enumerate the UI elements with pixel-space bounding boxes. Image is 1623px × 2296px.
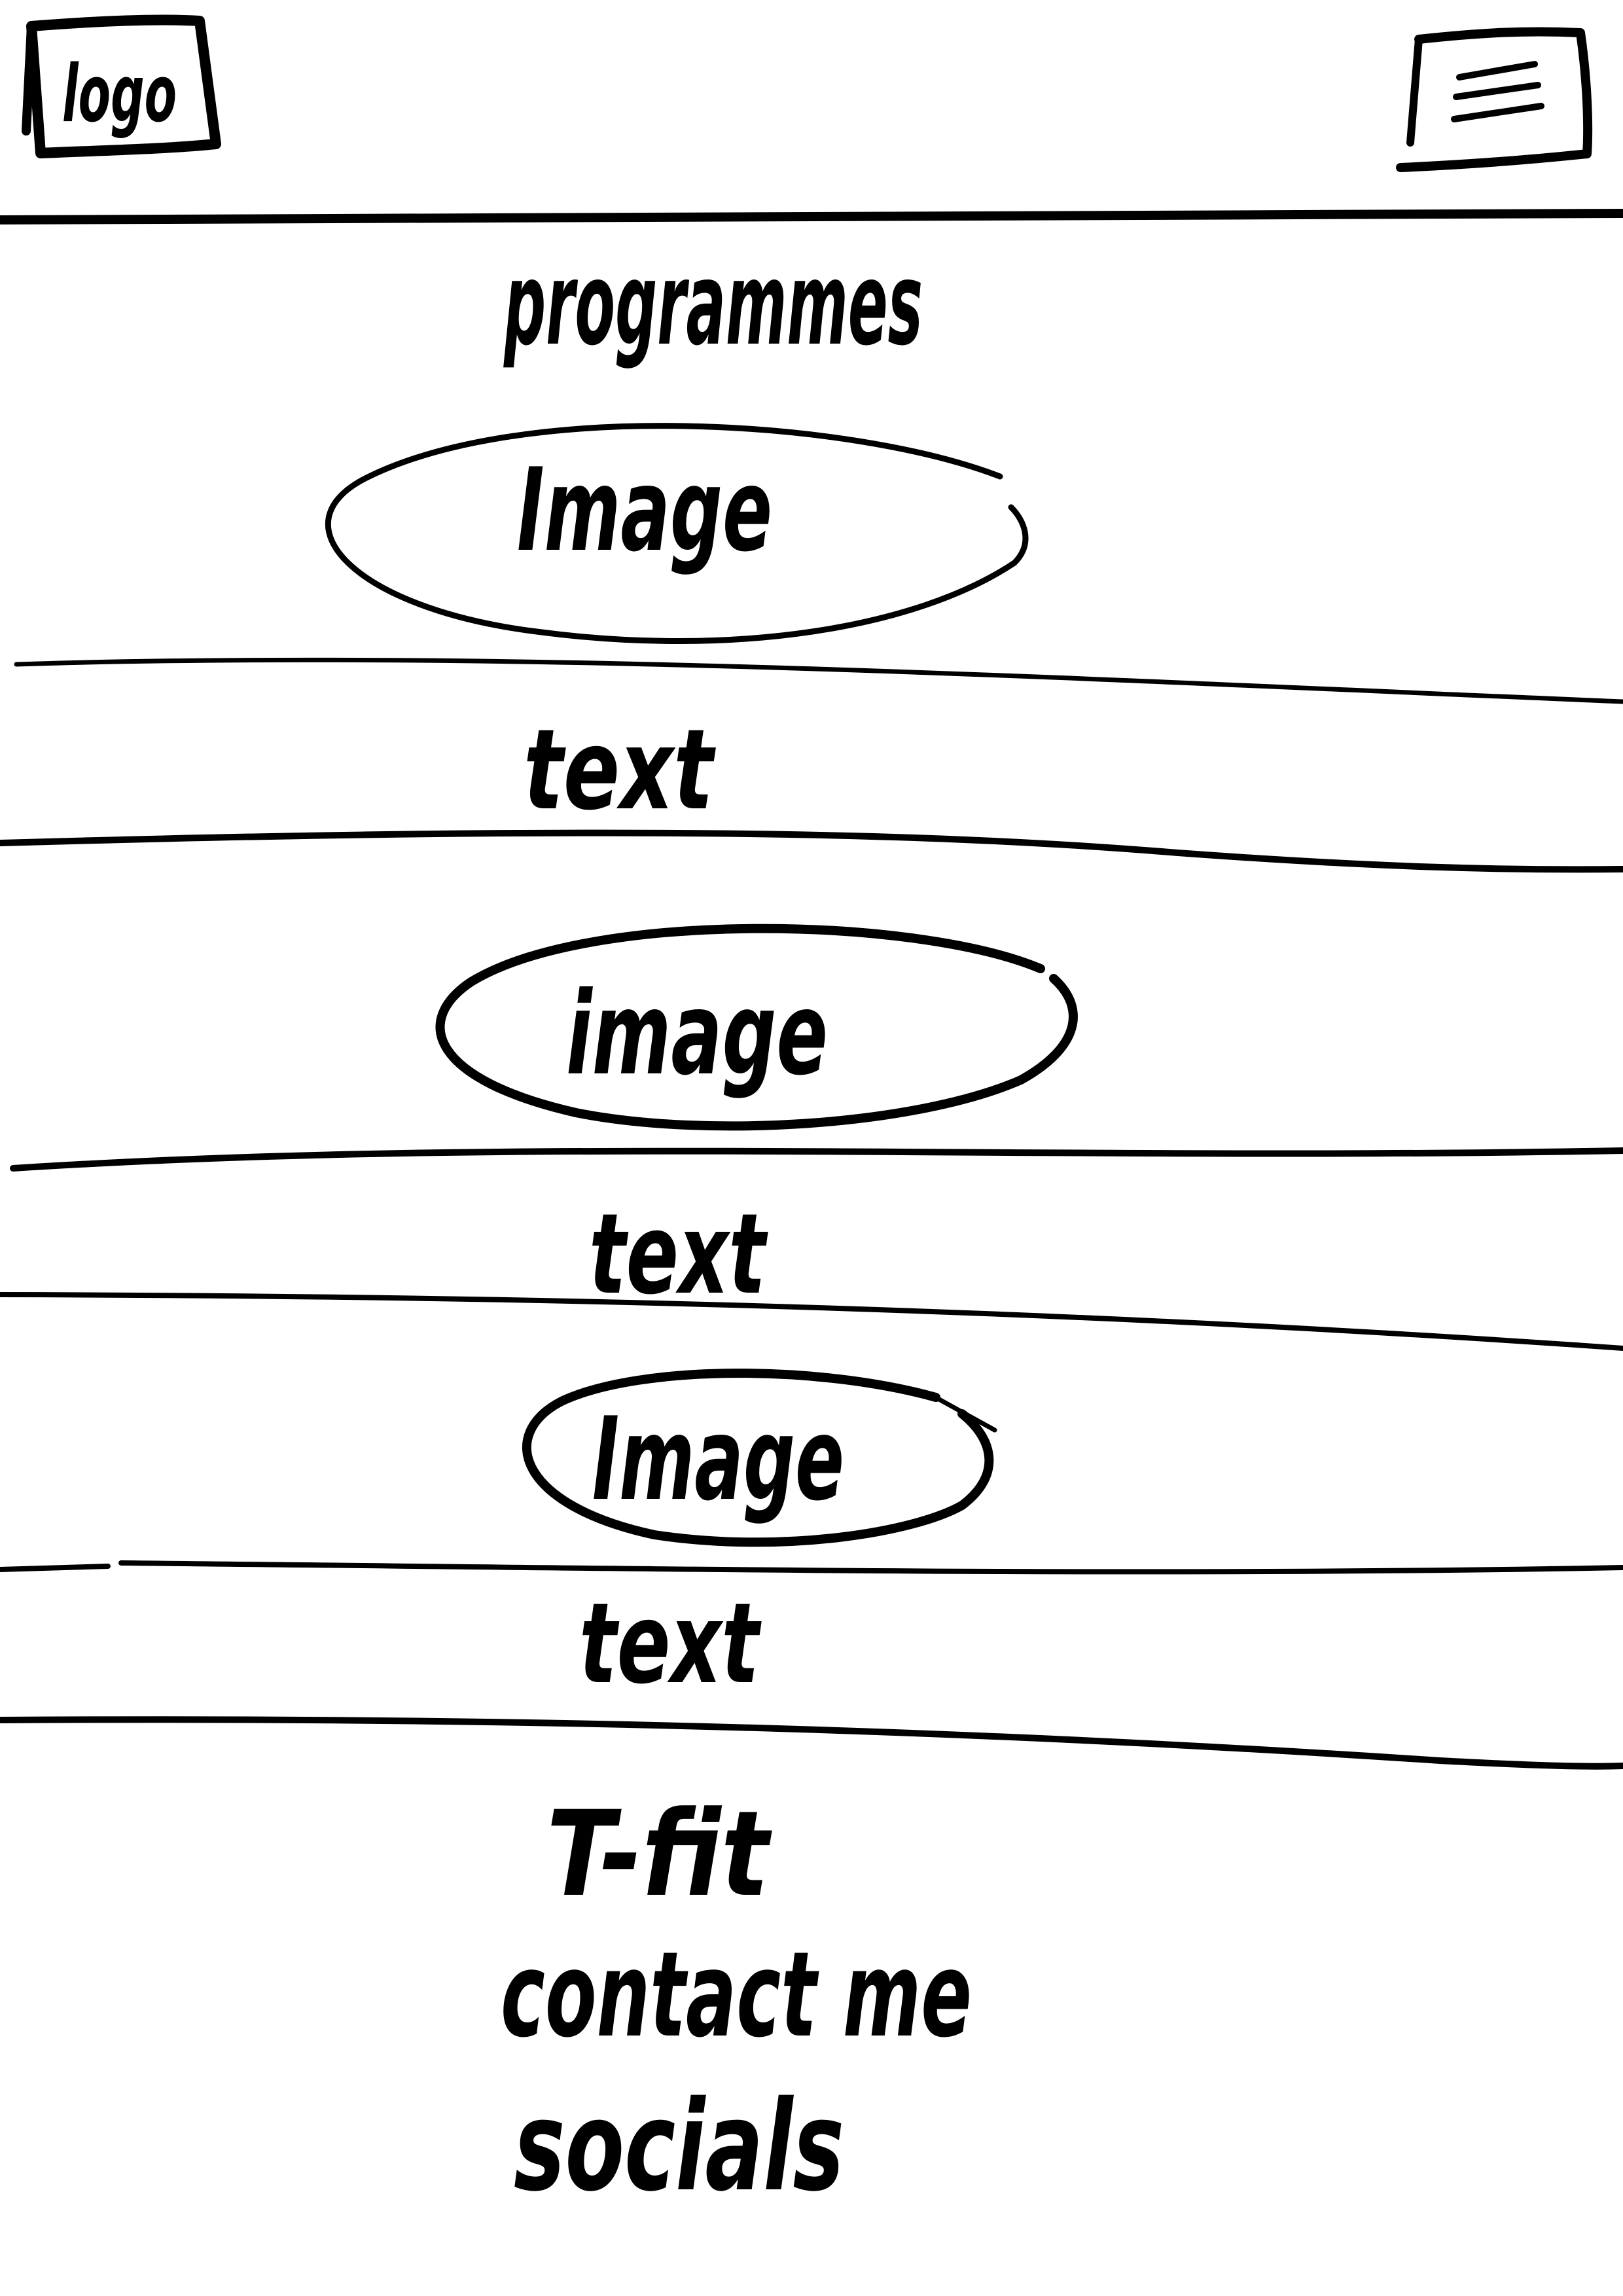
section-divider xyxy=(10,1147,1623,1172)
section-divider xyxy=(0,829,1623,873)
section-divider xyxy=(0,1292,1623,1351)
image-placeholder-3[interactable]: Image xyxy=(522,1369,997,1547)
footer-link-contact-me[interactable]: contact me xyxy=(501,1927,972,2064)
footer-link-socials[interactable]: socials xyxy=(514,2074,844,2219)
text-placeholder-3: text xyxy=(579,1579,762,1709)
text-placeholder-1: text xyxy=(524,706,716,835)
footer-link-tfit[interactable]: T-fit xyxy=(546,1786,772,1923)
logo-box[interactable]: logo xyxy=(22,14,221,158)
section-divider xyxy=(14,657,1623,704)
header-divider xyxy=(0,209,1623,224)
image-label-3: Image xyxy=(592,1393,844,1526)
section-divider xyxy=(0,1560,1623,1575)
text-placeholder-2: text xyxy=(589,1190,768,1319)
image-placeholder-1[interactable]: Image xyxy=(325,423,1029,645)
hamburger-menu-icon[interactable] xyxy=(1396,27,1593,172)
image-label-1: Image xyxy=(517,444,772,577)
logo-label: logo xyxy=(62,49,177,140)
image-label-2: image xyxy=(566,968,828,1101)
page-title: programmes xyxy=(503,238,923,371)
section-divider xyxy=(0,1716,1623,1770)
image-placeholder-2[interactable]: image xyxy=(435,924,1078,1131)
